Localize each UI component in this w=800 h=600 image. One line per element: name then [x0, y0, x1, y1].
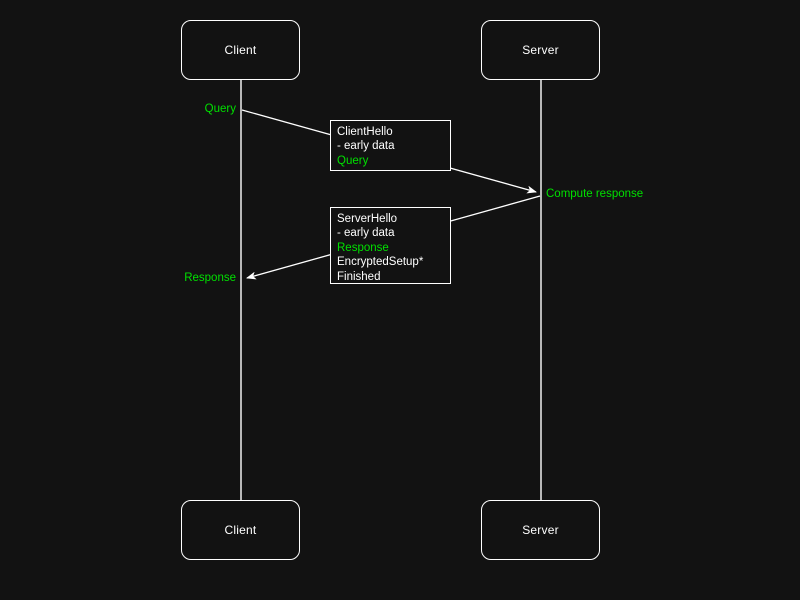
edge-label-compute-response: Compute response	[546, 188, 644, 200]
participant-label-server-top: Server	[522, 43, 559, 57]
participant-label-client-bottom: Client	[224, 523, 257, 537]
participant-label-server-bottom: Server	[522, 523, 559, 537]
participant-box-server-bottom[interactable]: Server	[481, 500, 600, 560]
participant-box-client-bottom[interactable]: Client	[181, 500, 300, 560]
note-line: Response	[337, 241, 389, 254]
edge-label-response: Response	[184, 272, 236, 284]
participant-label-client-top: Client	[224, 43, 257, 57]
edge-label-query: Query	[204, 103, 236, 115]
participant-box-server-top[interactable]: Server	[481, 20, 600, 80]
note-line: Finished	[337, 270, 381, 283]
note-client-hello[interactable]: ClientHello - early data Query	[330, 120, 451, 171]
note-line: - early data	[337, 140, 395, 153]
participant-box-client-top[interactable]: Client	[181, 20, 300, 80]
note-line: Query	[337, 154, 369, 167]
note-line: EncryptedSetup*	[337, 256, 424, 269]
note-server-hello[interactable]: ServerHello - early data Response Encryp…	[330, 207, 451, 284]
note-line: ClientHello	[337, 126, 393, 138]
note-line: - early data	[337, 227, 395, 240]
note-line: ServerHello	[337, 213, 398, 225]
